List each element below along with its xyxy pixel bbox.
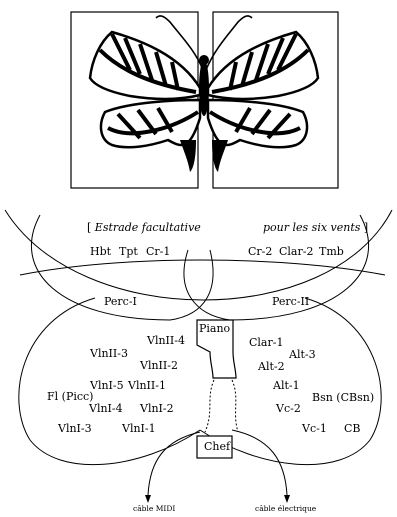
- butterfly-icon: [70, 11, 339, 189]
- label-tmb: Tmb: [319, 245, 344, 258]
- label-hbt: Hbt: [90, 245, 112, 258]
- label-cr-2: Cr-2: [248, 245, 273, 258]
- label-perc-i: Perc-I: [104, 295, 137, 308]
- header-left: [ Estrade facultative: [87, 222, 201, 234]
- label-fl-picc: Fl (Picc): [47, 390, 94, 403]
- label-vc-1: Vc-1: [302, 422, 327, 435]
- label-chef: Chef: [204, 440, 231, 453]
- header-right-bracket: ]: [363, 221, 369, 234]
- label-piano: Piano: [199, 322, 231, 335]
- label-vlni-4: VlnI-4: [89, 402, 123, 415]
- label-alt-2: Alt-2: [258, 360, 285, 373]
- label-cable-midi: câble MIDI: [133, 504, 176, 513]
- label-cb: CB: [344, 422, 361, 435]
- label-alt-1: Alt-1: [273, 379, 300, 392]
- label-vlni-3: VlnI-3: [58, 422, 92, 435]
- label-perc-ii: Perc-II: [272, 295, 310, 308]
- label-cable-electrique: câble électrique: [255, 504, 317, 513]
- conductor-box: [196, 435, 233, 459]
- label-clar-1: Clar-1: [249, 336, 284, 349]
- label-vlnii-1: VlnII-1: [128, 379, 166, 392]
- header-left-text: Estrade facultative: [94, 221, 201, 234]
- label-vlnii-4: VlnII-4: [147, 334, 185, 347]
- label-vlnii-3: VlnII-3: [90, 347, 128, 360]
- label-cr-1: Cr-1: [146, 245, 171, 258]
- label-vc-2: Vc-2: [276, 402, 301, 415]
- label-vlni-5: VlnI-5: [90, 379, 124, 392]
- label-vlnii-2: VlnII-2: [140, 359, 178, 372]
- label-vlni-1: VlnI-1: [122, 422, 156, 435]
- label-bsn-cbsn: Bsn (CBsn): [312, 391, 375, 404]
- label-tpt: Tpt: [119, 245, 138, 258]
- label-clar-2: Clar-2: [279, 245, 314, 258]
- label-alt-3: Alt-3: [289, 348, 316, 361]
- header-right-text: pour les six vents: [263, 221, 361, 234]
- header-left-bracket: [: [87, 221, 92, 234]
- label-vlni-2: VlnI-2: [140, 402, 174, 415]
- header-right: pour les six vents ]: [263, 222, 368, 234]
